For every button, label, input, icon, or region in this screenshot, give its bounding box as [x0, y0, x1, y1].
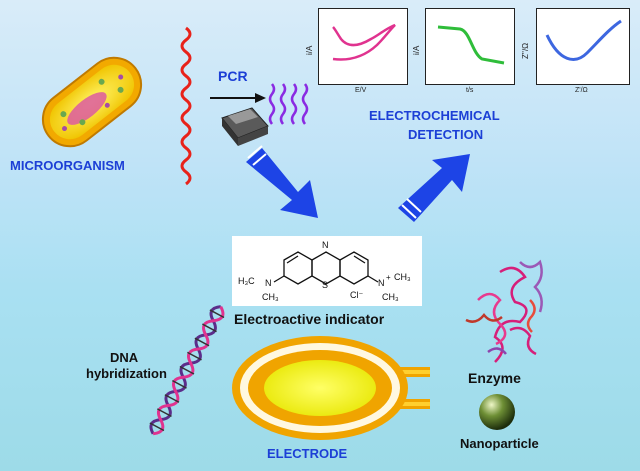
thermocycler-icon — [221, 107, 269, 146]
dna-strand-icon — [180, 26, 192, 186]
amperometry-curve — [437, 25, 505, 65]
amplified-dna-icon — [268, 83, 309, 125]
microorganism-label: MICROORGANISM — [10, 158, 125, 173]
impedance-panel: Z''/Ω Z'/Ω — [521, 8, 630, 94]
down-arrow-icon — [246, 145, 318, 218]
chem-left-nitrogen: N — [265, 278, 272, 288]
cv-xlabel: E/V — [355, 87, 367, 94]
amperometry-panel: i/A t/s — [412, 8, 515, 94]
chem-sulfur: S — [322, 280, 329, 290]
cv-curve — [332, 23, 396, 61]
chem-plus-charge: + — [386, 273, 391, 282]
up-arrow-icon — [398, 154, 470, 222]
pcr-arrow-icon — [210, 93, 266, 103]
chem-right-methyl-top: CH₃ — [394, 272, 411, 282]
electrode-icon — [232, 336, 430, 440]
enzyme-structure-icon — [465, 259, 543, 363]
cv-ylabel: i/A — [305, 45, 314, 55]
dna-double-helix-icon — [149, 305, 225, 436]
chem-left-methyl: H₃C — [238, 276, 255, 286]
impedance-ylabel: Z''/Ω — [521, 42, 530, 59]
amperometry-ylabel: i/A — [412, 45, 421, 55]
chem-ring-nitrogen: N — [322, 240, 329, 250]
cyclic-voltammogram-panel: i/A E/V — [305, 8, 408, 94]
nanoparticle-label: Nanoparticle — [460, 436, 539, 451]
amperometry-xlabel: t/s — [466, 87, 474, 94]
detection-label-line2: DETECTION — [408, 127, 484, 142]
pcr-label: PCR — [218, 68, 248, 84]
indicator-label: Electroactive indicator — [234, 311, 385, 327]
electrode-label: ELECTRODE — [267, 446, 348, 461]
impedance-xlabel: Z'/Ω — [575, 87, 588, 94]
chem-right-methyl-bottom: CH₃ — [382, 292, 399, 302]
indicator-molecule-box: H₃C N CH₃ S N N + CH₃ CH₃ Cl⁻ — [232, 236, 422, 306]
nanoparticle-icon — [479, 394, 515, 430]
impedance-curve — [545, 19, 622, 61]
detection-label-line1: ELECTROCHEMICAL — [369, 108, 500, 123]
enzyme-label: Enzyme — [468, 370, 521, 386]
chem-counter-ion: Cl⁻ — [350, 290, 364, 300]
chem-left-methyl-2: CH₃ — [262, 292, 279, 302]
microorganism-cell-icon — [41, 56, 143, 148]
dna-label-line1: DNA — [110, 350, 139, 365]
chem-right-nitrogen: N — [378, 278, 385, 288]
methylene-blue-structure — [273, 251, 379, 285]
dna-label-line2: hybridization — [86, 366, 167, 381]
